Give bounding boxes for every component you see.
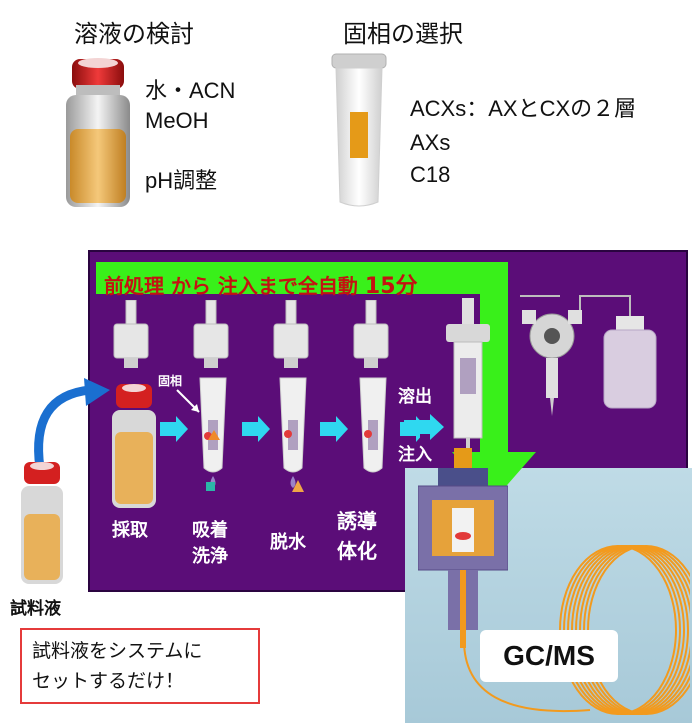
solution-option-1: 水・ACN [145, 78, 236, 103]
injection-arrow [404, 414, 444, 440]
solid-phase-cartridge-icon [331, 53, 387, 207]
solution-vial-icon [66, 58, 130, 207]
note-box: 試料液をシステムに セットするだけ！ [20, 628, 260, 704]
autosampler-syringe-icon [446, 298, 490, 448]
pump-heads-icon [113, 300, 389, 368]
step-adsorb-line2: 洗浄 [192, 546, 228, 567]
step-adsorb-line1: 吸着 [192, 520, 228, 541]
gcms-injector-icon [418, 448, 508, 648]
solid-phase-label: 固相 [158, 374, 183, 388]
step-deriv-line2: 体化 [337, 539, 377, 563]
solid-option-3: C18 [410, 162, 451, 187]
gcms-label: GC/MS [480, 630, 618, 682]
step-derivatization: 誘導 体化 [337, 506, 377, 566]
step-deriv-line1: 誘導 [337, 509, 377, 533]
elution-label: 溶出 [398, 387, 432, 407]
solid-option-2: AXs [410, 130, 451, 155]
solution-option-2: MeOH [145, 108, 209, 133]
sample-vial-icon [21, 462, 63, 584]
solution-study-heading: 溶液の検討 [74, 20, 194, 48]
step-dehydrate: 脱水 [270, 532, 306, 553]
automation-banner-text: 前処理 から 注入まで全自動 15分 [104, 268, 418, 300]
step-adsorb-wash: 吸着 洗浄 [192, 518, 228, 570]
step-arrows [160, 416, 420, 442]
full-automation-arrow [96, 262, 536, 500]
sample-vial-panel-icon [112, 384, 156, 508]
process-cartridges-icon [199, 377, 387, 488]
solution-option-3: pH調整 [145, 168, 218, 193]
dehydrate-marker [292, 480, 304, 492]
valve-and-reservoir-icon [520, 295, 657, 416]
wash-marker [206, 482, 215, 491]
injection-label: 注入 [398, 445, 432, 465]
load-curved-arrow [34, 378, 110, 469]
banner-prefix: 前処理 から 注入まで全自動 [104, 274, 358, 298]
solid-option-1: ACXs：AXとCXの２層 [410, 96, 637, 121]
step-sampling: 採取 [112, 520, 148, 541]
solid-phase-pointer [176, 389, 200, 413]
solid-phase-selection-heading: 固相の選択 [343, 20, 463, 48]
note-line-1: 試料液をシステムに [32, 640, 203, 662]
note-line-2: セットするだけ！ [32, 670, 185, 692]
banner-time: 15分 [364, 274, 418, 299]
sample-liquid-label: 試料液 [10, 599, 61, 619]
gc-column-coil-icon [463, 545, 690, 715]
